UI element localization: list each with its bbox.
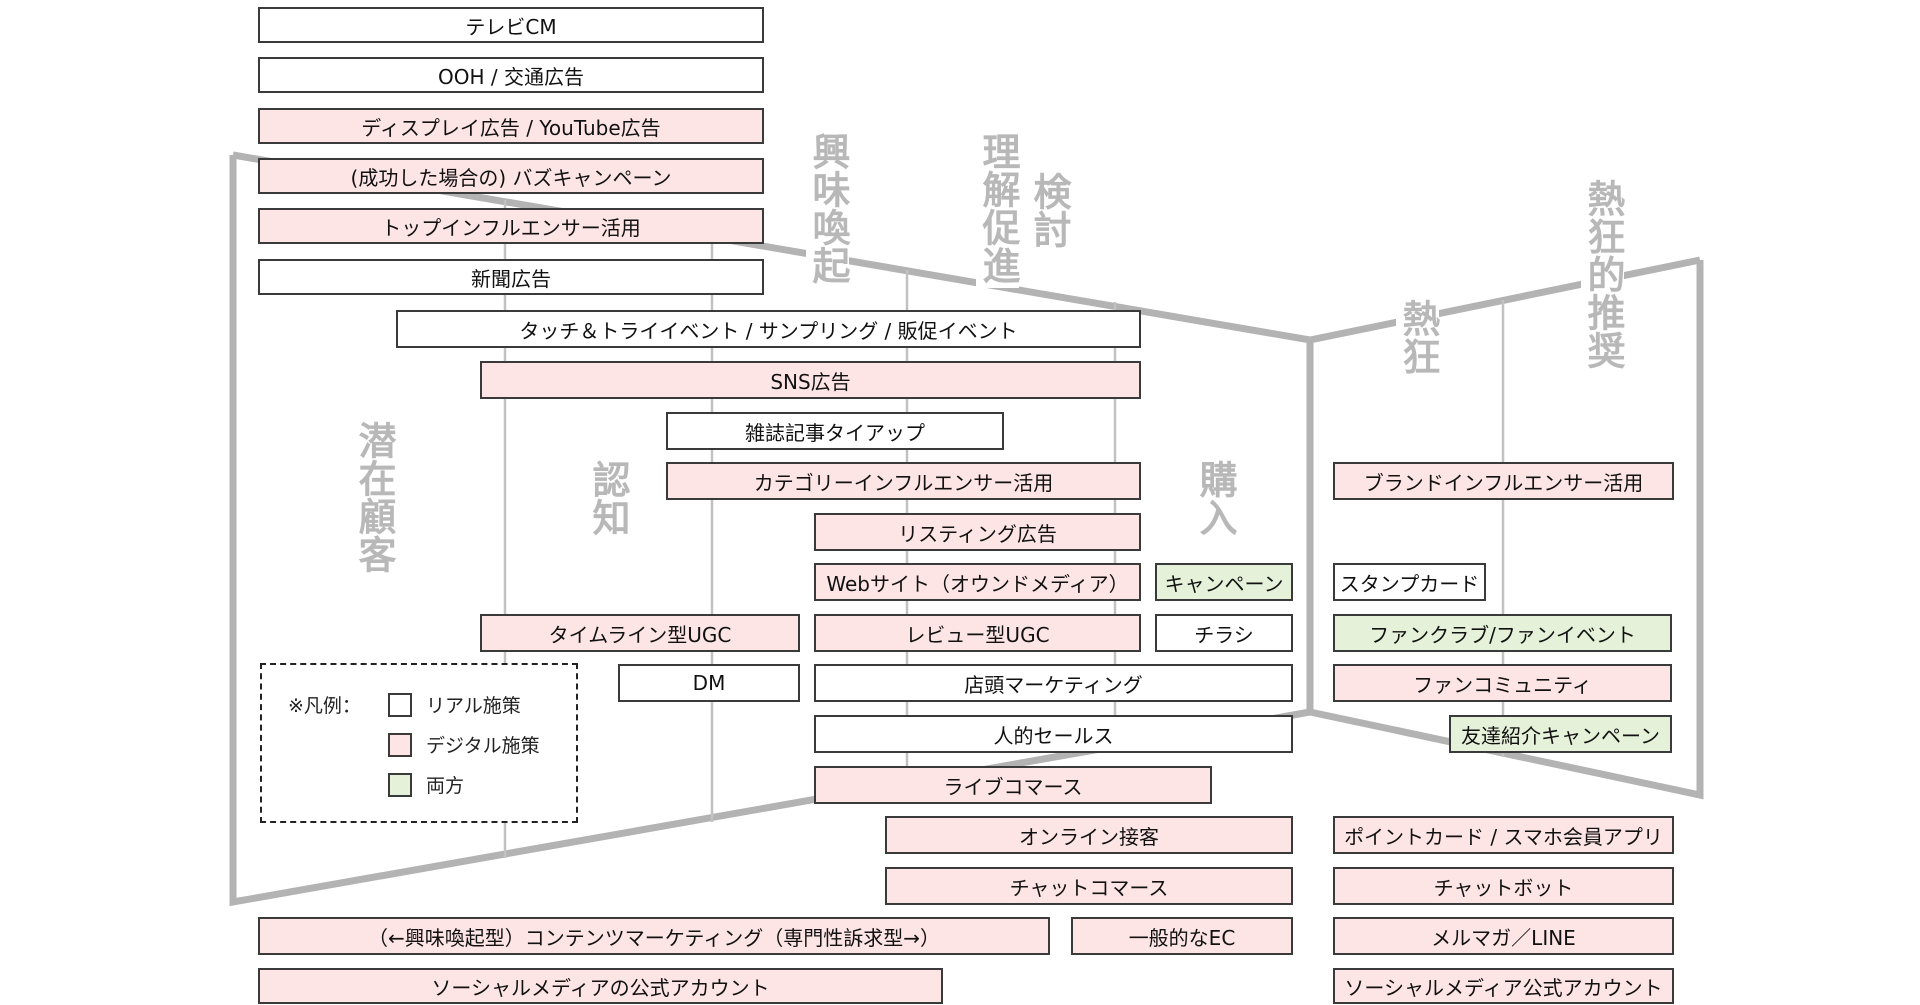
initiative-magazine-tieup: 雑誌記事タイアップ: [666, 412, 1004, 450]
stage-purchase: 購入: [1193, 456, 1237, 540]
legend-swatch-real: [388, 692, 412, 717]
legend-label-digital: デジタル施策: [426, 735, 540, 757]
stage-enthusiasm: 熱狂: [1396, 295, 1440, 379]
legend-item-both: 両方: [388, 771, 464, 798]
initiative-owned-media: Webサイト（オウンドメディア）: [814, 563, 1141, 601]
initiative-listing-ads: リスティング広告: [814, 513, 1141, 551]
initiative-fan-club: ファンクラブ/ファンイベント: [1333, 614, 1672, 652]
initiative-social-official-right: ソーシャルメディア公式アカウント: [1333, 968, 1674, 1004]
legend-swatch-both: [388, 772, 412, 797]
legend-item-digital: デジタル施策: [388, 731, 540, 758]
initiative-category-influencer: カテゴリーインフルエンサー活用: [666, 462, 1141, 500]
initiative-live-commerce: ライブコマース: [814, 766, 1212, 804]
initiative-stamp-card: スタンプカード: [1333, 563, 1486, 601]
legend-label-both: 両方: [426, 775, 465, 797]
legend-swatch-digital: [388, 732, 412, 757]
initiative-general-ec: 一般的なEC: [1071, 917, 1293, 955]
initiative-fan-community: ファンコミュニティ: [1333, 664, 1672, 702]
initiative-ooh: OOH / 交通広告: [258, 57, 764, 93]
initiative-brand-influencer: ブランドインフルエンサー活用: [1333, 462, 1674, 500]
initiative-social-official: ソーシャルメディアの公式アカウント: [258, 968, 943, 1004]
initiative-newsletter-line: メルマガ／LINE: [1333, 917, 1674, 955]
stage-understanding: 理解促進: [976, 128, 1020, 288]
initiative-sns-ads: SNS広告: [480, 361, 1141, 399]
initiative-top-influencer: トップインフルエンサー活用: [258, 208, 764, 244]
initiative-dm: DM: [618, 664, 800, 702]
initiative-review-ugc: レビュー型UGC: [814, 614, 1141, 652]
initiative-buzz-campaign: (成功した場合の) バズキャンペーン: [258, 158, 764, 194]
initiative-chat-commerce: チャットコマース: [885, 867, 1293, 905]
initiative-online-service: オンライン接客: [885, 816, 1293, 854]
initiative-timeline-ugc: タイムライン型UGC: [480, 614, 800, 652]
initiative-display-ads: ディスプレイ広告 / YouTube広告: [258, 108, 764, 144]
initiative-touch-try-event: タッチ＆トライイベント / サンプリング / 販促イベント: [396, 310, 1141, 348]
stage-advocacy: 熱狂的推奨: [1581, 175, 1625, 373]
initiative-campaign: キャンペーン: [1155, 563, 1293, 601]
legend-title: ※凡例：: [288, 695, 361, 717]
initiative-referral-campaign: 友達紹介キャンペーン: [1449, 715, 1672, 753]
stage-latent-customer: 潜在顧客: [352, 417, 396, 577]
initiative-chatbot: チャットボット: [1333, 867, 1674, 905]
funnel-right-boundary: [1309, 260, 1704, 800]
initiative-flyer: チラシ: [1155, 614, 1293, 652]
legend-label-real: リアル施策: [426, 695, 521, 717]
initiative-content-marketing: （←興味喚起型）コンテンツマーケティング（専門性訴求型→）: [258, 917, 1050, 955]
initiative-personal-sales: 人的セールス: [814, 715, 1293, 753]
initiative-in-store-marketing: 店頭マーケティング: [814, 664, 1293, 702]
initiative-newspaper: 新聞広告: [258, 259, 764, 295]
stage-consideration: 検討: [1027, 168, 1071, 252]
stage-awareness: 認知: [586, 456, 630, 540]
stage-interest: 興味喚起: [806, 128, 850, 288]
initiative-point-card: ポイントカード / スマホ会員アプリ: [1333, 816, 1674, 854]
legend-item-real: リアル施策: [388, 691, 521, 718]
legend: ※凡例： リアル施策 デジタル施策 両方: [260, 663, 578, 823]
initiative-tv-cm: テレビCM: [258, 7, 764, 43]
